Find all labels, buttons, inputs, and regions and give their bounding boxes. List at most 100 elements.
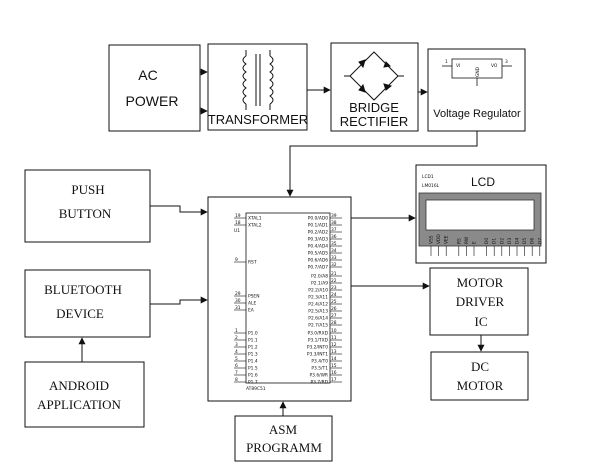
asm-line2: PROGRAMM — [246, 440, 322, 455]
mcu-pin-number: 19 — [235, 213, 241, 219]
mcu-pin-number: 33 — [331, 255, 337, 261]
mcu-pin-number: 23 — [331, 285, 337, 291]
mcu-pin-name: P1.6 — [248, 373, 258, 379]
mcu-pin-number: 1 — [235, 328, 238, 334]
mcu-pin-number: 3 — [235, 342, 238, 348]
mcu-pin-name: P2.1/A9 — [311, 281, 328, 287]
android-block: ANDROID APPLICATION — [24, 361, 145, 428]
mcu-pin-number: 36 — [331, 234, 337, 240]
lcd-pin-label: D1 — [492, 238, 498, 244]
mcu-pin-name: P0.6/AD6 — [308, 258, 328, 264]
lcd-pin-label: D2 — [499, 238, 505, 244]
lcd-pin-label: D7 — [537, 238, 543, 244]
ac-power-line1: AC — [138, 67, 157, 83]
mcu-pin-name: P3.6/WR — [309, 373, 328, 379]
connections — [78, 68, 485, 416]
mcu-pin-number: 14 — [331, 356, 337, 362]
lcd-pin-label: VDD — [436, 234, 442, 244]
reg-pin-3: 3 — [505, 59, 508, 65]
mcu-pin-number: 4 — [235, 349, 238, 355]
mcu-pin-number: 25 — [331, 299, 337, 305]
voltage-regulator-label: Voltage Regulator — [433, 108, 521, 120]
lcd-pin-label: RW — [464, 236, 470, 244]
mcu-pin-name: P1.4 — [248, 359, 258, 365]
mcu-pin-name: P2.0/A8 — [311, 274, 328, 280]
lcd-pin-label: D5 — [522, 238, 528, 244]
push-button-line2: BUTTON — [59, 206, 112, 221]
motor-driver-block: MOTOR DRIVER IC — [429, 267, 529, 336]
lcd-pin-label: D3 — [507, 238, 513, 244]
mcu-ref: U1 — [234, 228, 240, 234]
push-button-block: PUSH BUTTON — [24, 169, 151, 243]
android-line2: APPLICATION — [37, 397, 121, 412]
bluetooth-block: BLUETOOTH DEVICE — [24, 269, 151, 338]
mcu-part: AT89C51 — [246, 386, 266, 392]
mcu-pin-number: 5 — [235, 356, 238, 362]
mcu-pin-name: P3.0/RXD — [307, 331, 328, 337]
dc-motor-block: DC MOTOR — [430, 351, 529, 401]
lcd-pin-label: RS — [456, 238, 462, 244]
mcu-pin-name: P0.5/AD5 — [308, 251, 328, 257]
mcu-pin-name: P2.6/A14 — [308, 316, 328, 322]
mcu-pin-number: 29 — [235, 291, 241, 297]
lcd-pin-label: E — [472, 241, 478, 244]
transformer-symbol — [242, 50, 274, 110]
mcu-pin-number: 22 — [331, 278, 337, 284]
mcu-pin-name: P3.3/INT1 — [307, 352, 328, 358]
bridge-rectifier-symbol — [344, 51, 404, 101]
mcu-pin-number: 27 — [331, 313, 337, 319]
mcu-pin-name: P3.7/RD — [310, 380, 328, 386]
lcd-pin-label: D0 — [484, 238, 490, 244]
mcu-pin-name: P0.3/AD3 — [308, 237, 328, 243]
mcu-pin-number: 34 — [331, 248, 337, 254]
mcu-pin-name: P2.2/A10 — [308, 288, 328, 294]
mcu-pin-number: 32 — [331, 262, 337, 268]
motor-driver-line2: DRIVER — [456, 294, 505, 309]
regulator-symbol: 1 3 VI VO GND — [442, 58, 512, 86]
mcu-pin-name: P1.1 — [248, 338, 258, 344]
mcu-pin-number: 39 — [331, 213, 337, 219]
mcu-pin-name: P1.0 — [248, 331, 258, 337]
mcu-pin-name: XTAL2 — [248, 223, 262, 229]
mcu-pin-number: 18 — [235, 220, 241, 226]
bridge-rectifier-block: BRIDGE RECTIFIER — [330, 42, 419, 132]
mcu-pin-name: P1.3 — [248, 352, 258, 358]
transformer-label: TRANSFORMER — [208, 112, 308, 127]
push-button-line1: PUSH — [71, 182, 104, 197]
mcu-pin-number: 38 — [331, 220, 337, 226]
mcu-pin-name: P0.1/AD1 — [308, 223, 328, 229]
bluetooth-line1: BLUETOOTH — [44, 282, 122, 297]
bluetooth-line2: DEVICE — [56, 306, 104, 321]
arrow-bluetooth-to-mcu — [150, 296, 208, 305]
lcd-pin-label: VEE — [444, 235, 450, 244]
mcu-pin-number: 30 — [235, 298, 241, 304]
lcd-model: LM016L — [422, 183, 440, 189]
mcu-pin-number: 21 — [331, 271, 337, 277]
reg-pin-gnd: GND — [475, 66, 481, 77]
mcu-pin-name: P0.7/AD7 — [308, 265, 328, 271]
asm-block: ASM PROGRAMM — [234, 415, 333, 462]
mcu-pin-number: 17 — [331, 377, 337, 383]
mcu-pin-number: 24 — [331, 292, 337, 298]
mcu-pin-name: P1.7 — [248, 380, 258, 386]
dc-motor-line1: DC — [471, 359, 489, 374]
mcu-pin-number: 8 — [235, 377, 238, 383]
mcu-pin-name: P0.2/AD2 — [308, 230, 328, 236]
mcu-pin-number: 15 — [331, 363, 337, 369]
mcu-pin-number: 9 — [235, 257, 238, 263]
mcu-pin-name: P3.4/T0 — [311, 359, 328, 365]
bridge-line1: BRIDGE — [349, 100, 399, 115]
mcu-pin-name: P2.3/A11 — [308, 295, 328, 301]
motor-driver-line1: MOTOR — [457, 275, 504, 290]
motor-driver-line3: IC — [475, 314, 488, 329]
mcu-pin-name: P2.4/A12 — [308, 302, 328, 308]
voltage-regulator-block: 1 3 VI VO GND Voltage Regulator — [427, 48, 526, 132]
reg-pin-1: 1 — [445, 59, 448, 65]
asm-line1: ASM — [269, 422, 298, 437]
mcu-pin-name: P2.5/A13 — [308, 309, 328, 315]
